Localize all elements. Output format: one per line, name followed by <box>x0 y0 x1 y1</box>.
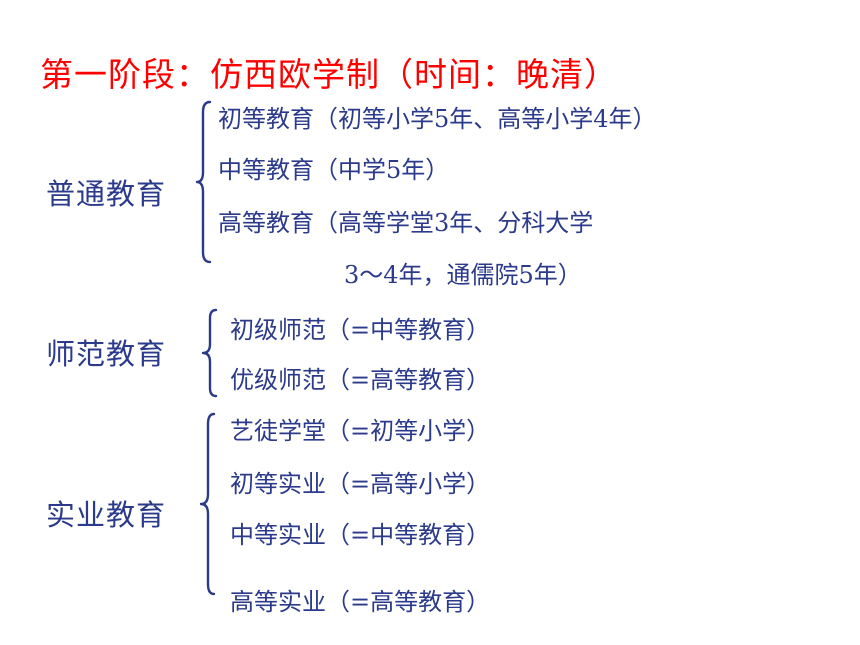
item-apprentice-school: 艺徒学堂（=初等小学） <box>230 417 491 445</box>
item-senior-normal: 优级师范（=高等教育） <box>230 366 491 394</box>
item-primary-education: 初等教育（初等小学5年、高等小学4年） <box>218 105 657 133</box>
group-label-general-education: 普通教育 <box>46 177 167 211</box>
curly-brace-normal-education <box>201 308 218 398</box>
item-higher-education: 高等教育（高等学堂3年、分科大学 <box>218 209 594 237</box>
item-primary-vocational: 初等实业（=高等小学） <box>230 470 491 498</box>
curly-brace-general-education <box>195 100 212 264</box>
item-secondary-education: 中等教育（中学5年） <box>218 156 450 184</box>
item-higher-vocational: 高等实业（=高等教育） <box>230 588 491 616</box>
item-junior-normal: 初级师范（=中等教育） <box>230 316 491 344</box>
curly-brace-vocational-education <box>199 412 216 596</box>
item-higher-education-continued: 3～4年，通儒院5年） <box>344 261 582 289</box>
slide-title: 第一阶段：仿西欧学制（时间：晚清） <box>40 55 618 94</box>
group-label-vocational-education: 实业教育 <box>46 498 167 532</box>
group-label-normal-education: 师范教育 <box>46 337 167 371</box>
item-secondary-vocational: 中等实业（=中等教育） <box>230 521 491 549</box>
